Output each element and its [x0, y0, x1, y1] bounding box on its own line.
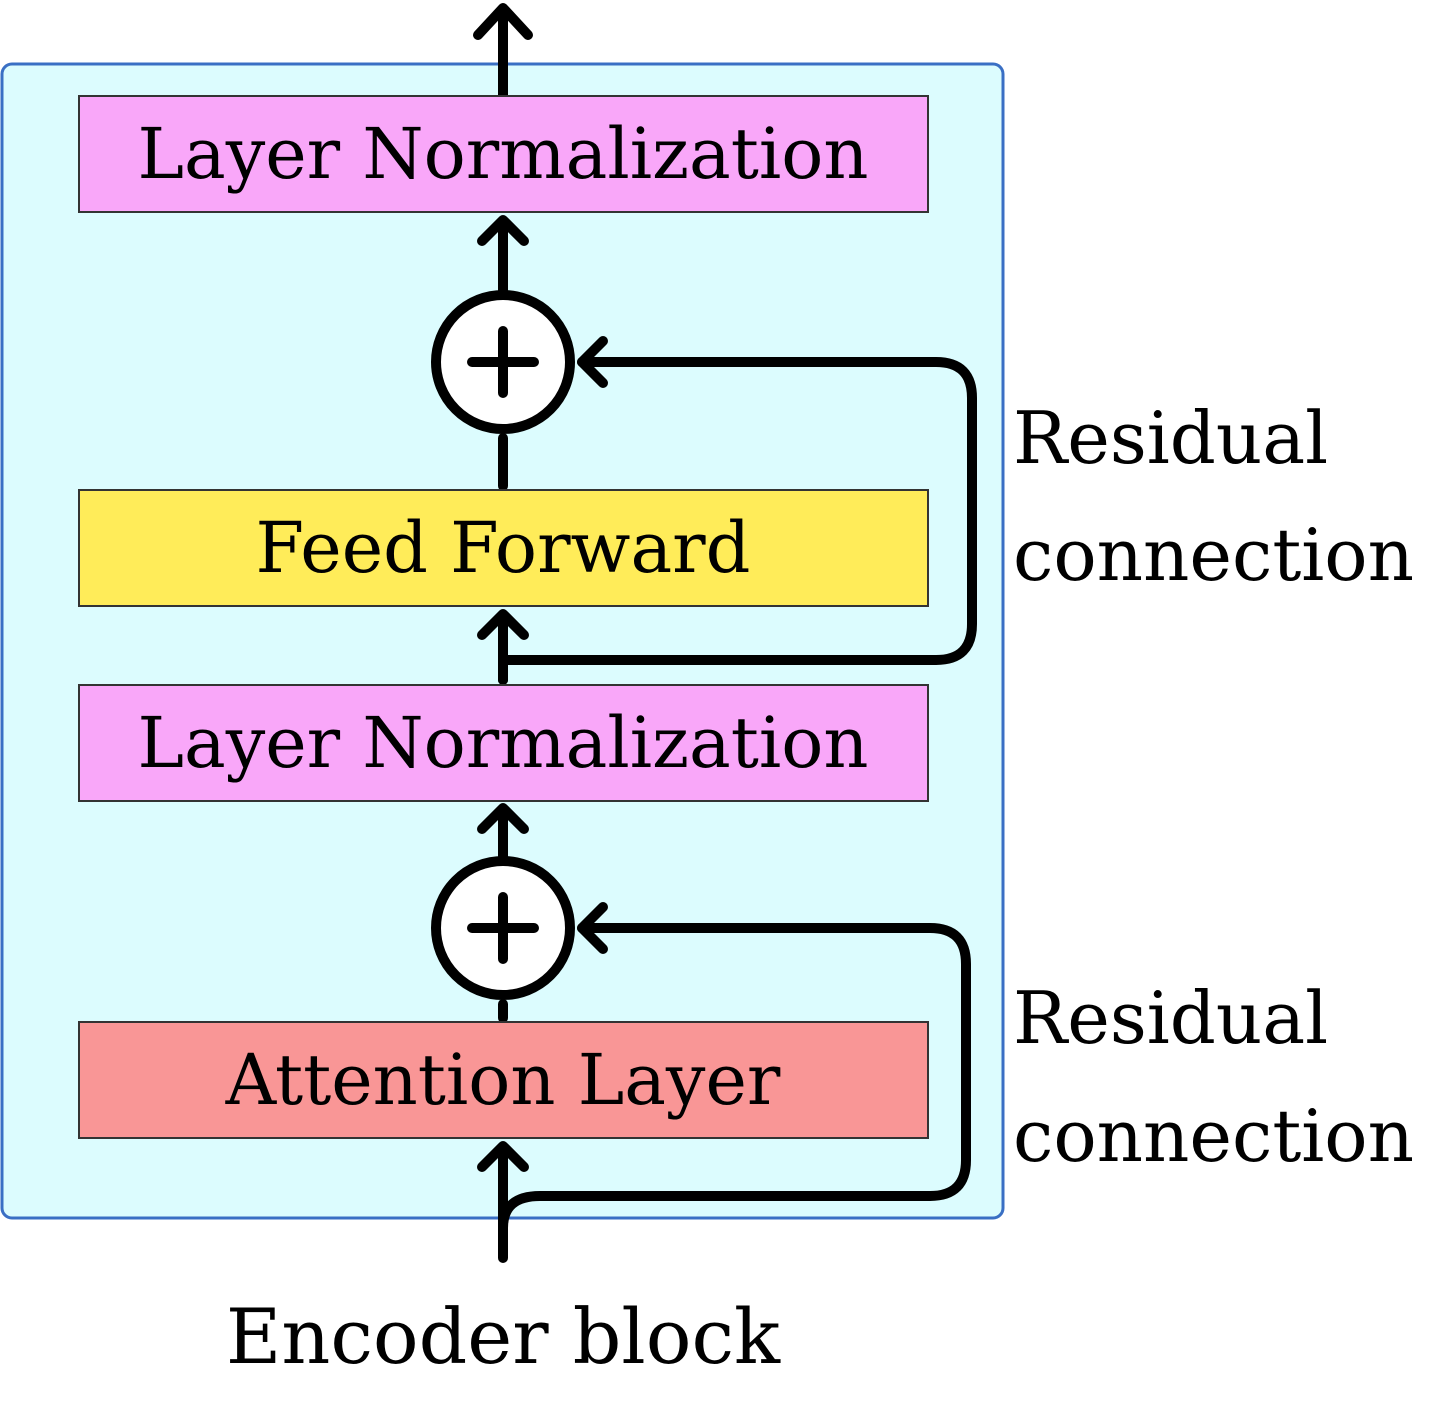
mid-layer-norm-label: Layer Normalization — [137, 702, 868, 784]
arrow-mid-norm-to-ff-head — [477, 609, 529, 640]
lower-residual-label-line1: Residual — [1013, 976, 1328, 1060]
attention-layer-box — [78, 1021, 929, 1139]
lower-residual-path — [498, 923, 971, 1233]
attention-layer-label: Attention Layer — [225, 1039, 781, 1121]
input-arrow-head — [477, 1141, 529, 1172]
arrow-upper-adder-to-top-norm-head — [477, 215, 529, 246]
mid-layer-norm-box — [78, 684, 929, 802]
diagram-caption: Encoder block — [226, 1292, 781, 1381]
upper-residual-arrow-head — [577, 336, 608, 388]
lower-residual-label-line2: connection — [1013, 1094, 1414, 1178]
upper-residual-label-line2: connection — [1013, 513, 1414, 597]
top-layer-norm-label: Layer Normalization — [137, 113, 868, 195]
feed-forward-box — [78, 489, 929, 607]
upper-residual-path — [498, 357, 977, 685]
arrow-lower-adder-to-mid-norm-head — [477, 803, 529, 834]
lower-residual-arrow-head — [577, 902, 608, 954]
feed-forward-label: Feed Forward — [256, 507, 751, 589]
upper-residual-label-line1: Residual — [1013, 396, 1328, 480]
output-arrow-head — [473, 3, 533, 40]
top-layer-norm-box — [78, 95, 929, 213]
